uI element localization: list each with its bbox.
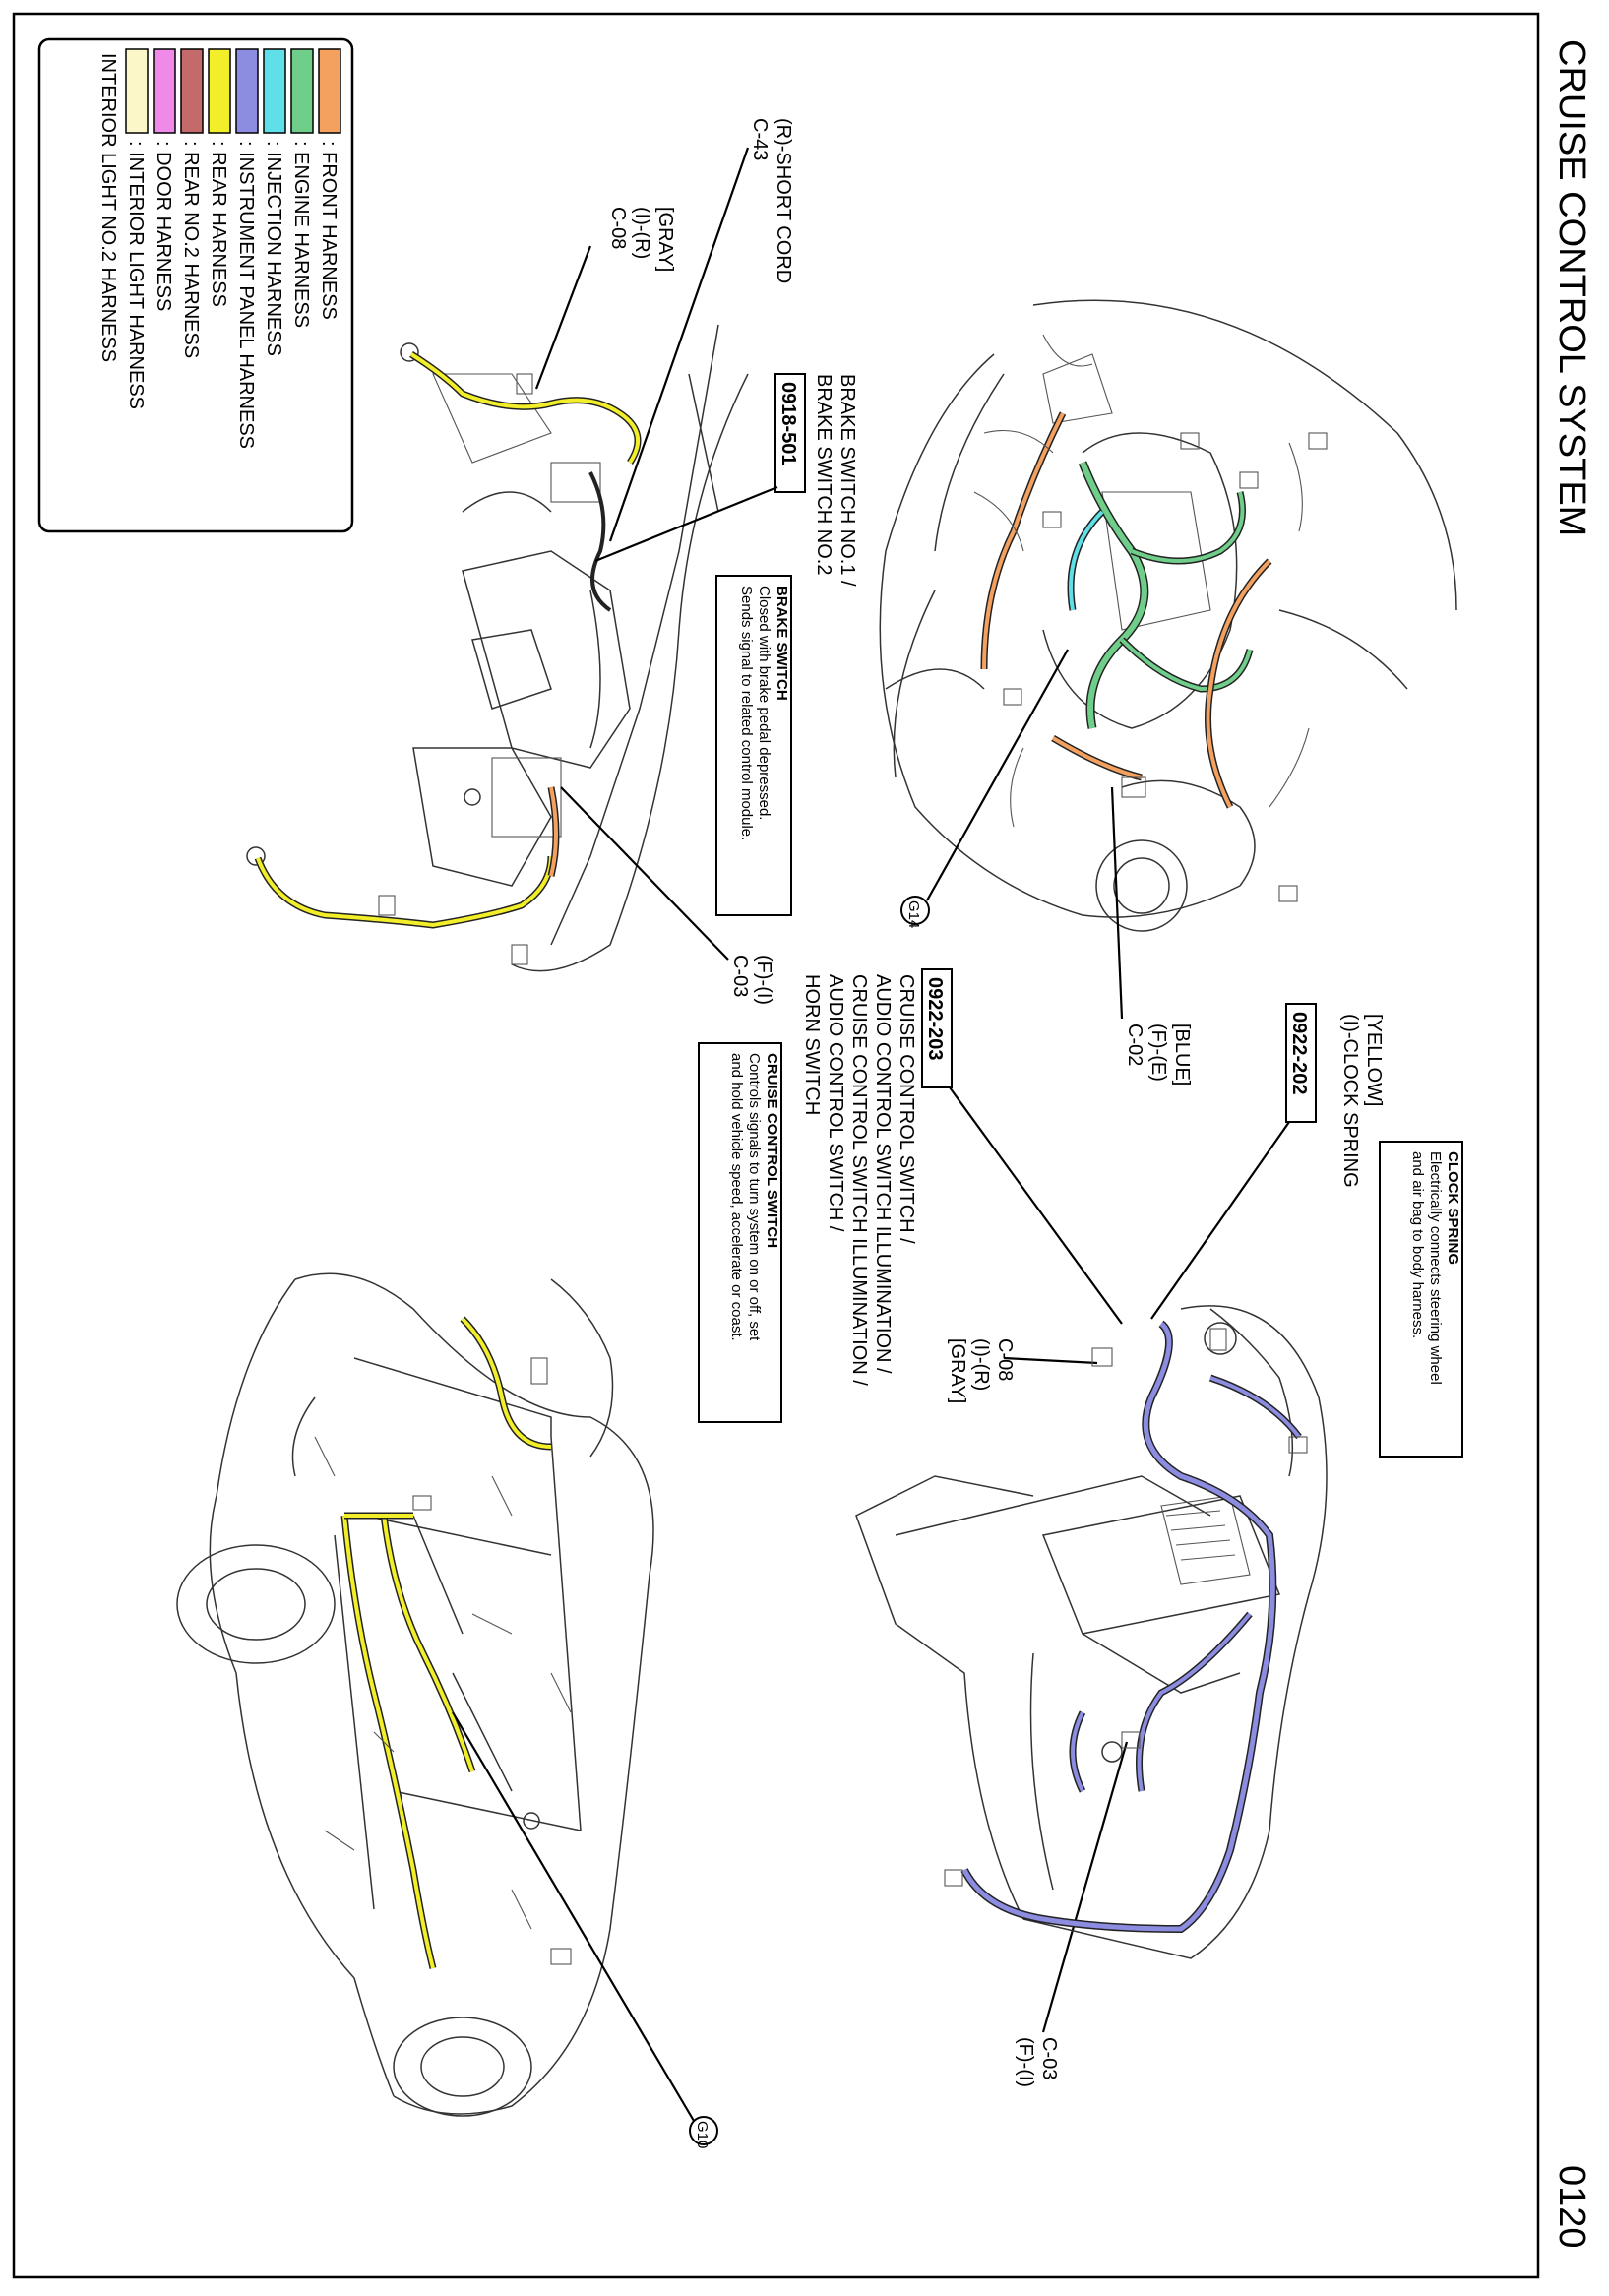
dashboard-illustration: [855, 1305, 1328, 1959]
legend-swatch: [290, 48, 314, 134]
page-border: [12, 12, 1540, 2279]
blue-connector-pins: (F)-(E): [1147, 1024, 1169, 1082]
brake-info-line-1: Closed with brake pedal depressed.: [756, 586, 773, 820]
brake-switch-label-2: BRAKE SWITCH NO.2: [813, 374, 835, 575]
legend-swatch: [180, 48, 204, 134]
legend-swatch: [153, 48, 176, 134]
yellow-connector-pins: (I)-CLOCK SPRING: [1339, 1014, 1361, 1188]
short-cord-leader: [608, 147, 750, 542]
gray-connector-leader: [534, 245, 592, 390]
legend-label: : REAR HARNESS: [208, 141, 229, 307]
legend-label: : INSTRUMENT PANEL HARNESS: [235, 141, 257, 449]
c08-right-leader: [1003, 1356, 1098, 1365]
g10-ground-marker: [689, 2116, 718, 2145]
legend-label: : DOOR HARNESS: [153, 141, 174, 311]
cruise-switch-leader: [949, 1086, 1123, 1325]
cruise-switch-code: 0922-203: [924, 977, 946, 1061]
clock-spring-leader: [1150, 1121, 1290, 1320]
blue-connector-code: C-02: [1124, 1024, 1145, 1066]
cruise-switch-code-box: [921, 968, 953, 1088]
c03-left-leader: [560, 786, 729, 961]
g14-ground-label: G14: [905, 900, 922, 928]
page-title: CRUISE CONTROL SYSTEM: [1551, 39, 1592, 536]
short-cord-label: (R)-SHORT CORD: [773, 118, 794, 283]
gray-connector-color: [GRAY]: [654, 207, 676, 272]
c03-right-pins: (F)-(I): [1015, 2037, 1036, 2087]
cruise-info-title: CRUISE CONTROL SWITCH: [764, 1053, 780, 1248]
brake-info-line-2: Sends signal to related control module.: [738, 586, 755, 840]
cruise-switch-label-4: AUDIO CONTROL SWITCH /: [825, 974, 846, 1232]
cruise-switch-label-2: AUDIO CONTROL SWITCH ILLUMINATION /: [872, 974, 894, 1374]
legend-swatch: [125, 48, 149, 134]
c08-right-code: C-08: [994, 1338, 1016, 1381]
brake-switch-label-1: BRAKE SWITCH NO.1 /: [836, 374, 858, 587]
gray-connector-pins: (I)-(R): [631, 207, 652, 259]
cruise-info-box: [698, 1042, 782, 1423]
vehicle-body-illustration: [176, 1272, 654, 2117]
legend-swatch: [208, 48, 231, 134]
g10-leader: [452, 1711, 695, 2122]
legend-swatch: [263, 48, 286, 134]
c08-right-pins: (I)-(R): [970, 1338, 992, 1391]
blue-connector-leader: [1110, 786, 1124, 1020]
legend-label: : ENGINE HARNESS: [290, 141, 312, 328]
c03-left-pins: (F)-(I): [753, 955, 774, 1005]
g14-ground-marker: [900, 896, 930, 925]
brake-switch-code-box: [774, 373, 806, 493]
clock-spring-code: 0922-202: [1288, 1012, 1310, 1095]
legend-label: : INTERIOR LIGHT HARNESS: [125, 141, 147, 409]
clock-spring-code-box: [1285, 1003, 1317, 1123]
c03-right-code: C-03: [1038, 2037, 1060, 2079]
cruise-switch-label-5: HORN SWITCH: [801, 974, 823, 1115]
legend-label: INTERIOR LIGHT NO.2 HARNESS: [97, 53, 119, 362]
engine-compartment-illustration: [879, 299, 1457, 932]
cruise-info-line-2: and hold vehicle speed, accelerate or co…: [728, 1053, 745, 1341]
gray-connector-code: C-08: [607, 207, 629, 249]
legend-swatch: [318, 48, 341, 134]
blue-connector-color: [BLUE]: [1171, 1024, 1193, 1086]
legend-label: : FRONT HARNESS: [318, 141, 340, 320]
page-number: 0120: [1551, 2165, 1592, 2249]
brake-switch-leader: [594, 485, 778, 563]
legend-label: : INJECTION HARNESS: [263, 141, 284, 356]
brake-info-box: [715, 575, 792, 916]
c08-right-color: [GRAY]: [947, 1338, 968, 1403]
c03-right-leader: [1041, 1741, 1129, 2033]
cruise-info-line-1: Controls signals to turn system on or of…: [746, 1053, 763, 1341]
clock-spring-info-title: CLOCK SPRING: [1445, 1151, 1461, 1265]
harness-legend: : FRONT HARNESS : ENGINE HARNESS : INJECTI…: [37, 37, 354, 533]
cruise-switch-label-1: CRUISE CONTROL SWITCH /: [896, 974, 917, 1244]
cruise-switch-label-3: CRUISE CONTROL SWITCH ILLUMINATION /: [848, 974, 870, 1386]
clock-spring-info-box: [1379, 1141, 1463, 1458]
yellow-connector-color: [YELLOW]: [1363, 1014, 1385, 1106]
g10-ground-label: G10: [694, 2121, 711, 2148]
clock-spring-info-line-2: and air bag to body harness.: [1409, 1151, 1426, 1338]
clock-spring-info-line-1: Electrically connects steering wheel: [1427, 1151, 1444, 1385]
legend-label: : REAR NO.2 HARNESS: [180, 141, 202, 358]
legend-swatch: [235, 48, 259, 134]
brake-info-title: BRAKE SWITCH: [774, 586, 790, 701]
c03-left-code: C-03: [729, 955, 751, 997]
brake-switch-code: 0918-501: [777, 382, 799, 465]
g14-leader: [926, 649, 1069, 901]
short-cord-code: C-43: [749, 118, 771, 160]
brake-pedal-illustration: [246, 324, 749, 972]
